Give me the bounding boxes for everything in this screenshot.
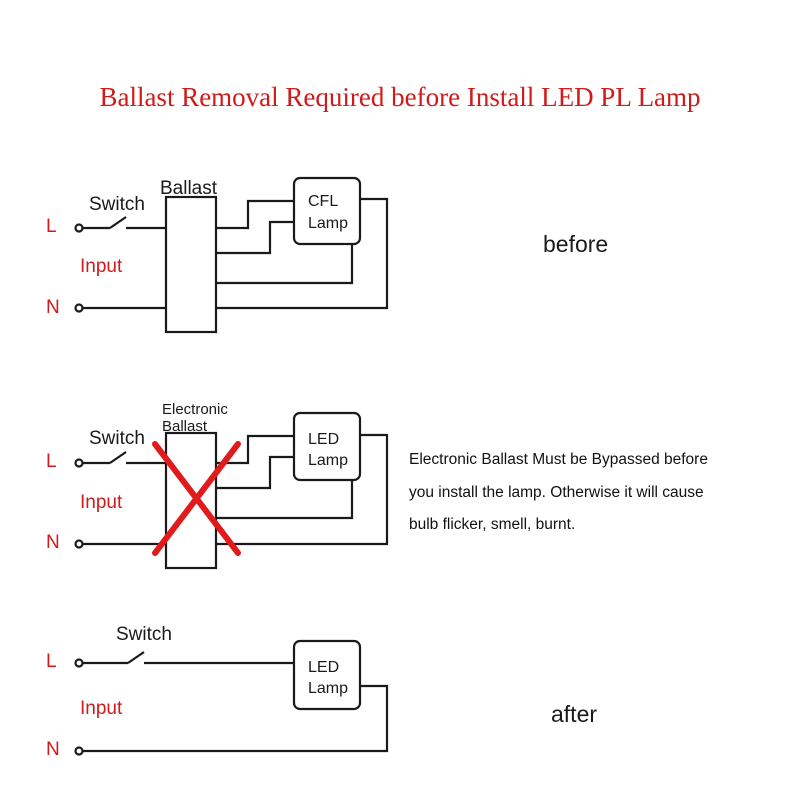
lamp-label-line2: Lamp — [308, 215, 348, 232]
neutral-label: N — [46, 739, 60, 760]
neutral-terminal — [74, 303, 84, 313]
line-terminal — [74, 458, 84, 468]
diagram-before: L N Input Switch Ballast CFL Lamp before — [46, 176, 608, 334]
switch-blade — [109, 451, 127, 464]
neutral-terminal — [74, 539, 84, 549]
ballast-label-line1: Electronic — [162, 401, 228, 418]
ballast-label-line2: Ballast — [162, 418, 208, 435]
lamp-label-line1: LED — [308, 431, 339, 448]
ballast-output-wire-1 — [216, 199, 294, 230]
ballast-output-wire-1 — [216, 434, 294, 465]
bypass-warning-note: Electronic Ballast Must be Bypassed befo… — [409, 444, 794, 542]
ballast-output-wire-4 — [216, 197, 389, 310]
input-label: Input — [80, 256, 123, 277]
note-line-3: bulb flicker, smell, burnt. — [409, 516, 576, 533]
ballast-output-wire-3 — [216, 480, 354, 520]
lamp-label-line1: CFL — [308, 193, 338, 210]
line-label: L — [46, 451, 57, 472]
input-label: Input — [80, 698, 123, 719]
diagram-after: L N Input Switch LED Lamp after — [46, 624, 597, 760]
switch-label: Switch — [116, 624, 172, 645]
lamp-label-line2: Lamp — [308, 680, 348, 697]
lamp-label-line1: LED — [308, 659, 339, 676]
switch-label: Switch — [89, 194, 145, 215]
line-terminal — [74, 223, 84, 233]
switch-label: Switch — [89, 428, 145, 449]
led-lamp-box — [292, 639, 362, 711]
ballast-output-wire-3 — [216, 244, 354, 285]
before-caption: before — [543, 231, 608, 257]
line-label: L — [46, 651, 57, 672]
neutral-label: N — [46, 297, 60, 318]
note-line-1: Electronic Ballast Must be Bypassed befo… — [409, 451, 708, 468]
led-lamp-box — [292, 411, 362, 482]
line-label: L — [46, 216, 57, 237]
neutral-to-lamp-wire — [82, 684, 389, 753]
neutral-label: N — [46, 532, 60, 553]
switch-blade — [109, 216, 127, 229]
cfl-lamp-box — [292, 176, 362, 246]
after-caption: after — [551, 701, 597, 727]
ballast-box — [164, 195, 218, 334]
input-label: Input — [80, 492, 123, 513]
ballast-output-wire-2 — [216, 455, 294, 490]
lamp-label-line2: Lamp — [308, 452, 348, 469]
line-terminal — [74, 658, 84, 668]
diagram-bypass: L N Input Switch Electronic Ballast LED … — [46, 401, 389, 570]
cross-out-stroke-2 — [152, 441, 241, 556]
ballast-output-wire-4 — [216, 433, 389, 546]
switch-blade — [127, 651, 145, 664]
page-title: Ballast Removal Required before Install … — [99, 82, 701, 112]
ballast-label: Ballast — [160, 178, 218, 199]
neutral-terminal — [74, 746, 84, 756]
electronic-ballast-box — [164, 431, 218, 570]
ballast-output-wire-2 — [216, 220, 294, 255]
note-line-2: you install the lamp. Otherwise it will … — [409, 483, 704, 501]
